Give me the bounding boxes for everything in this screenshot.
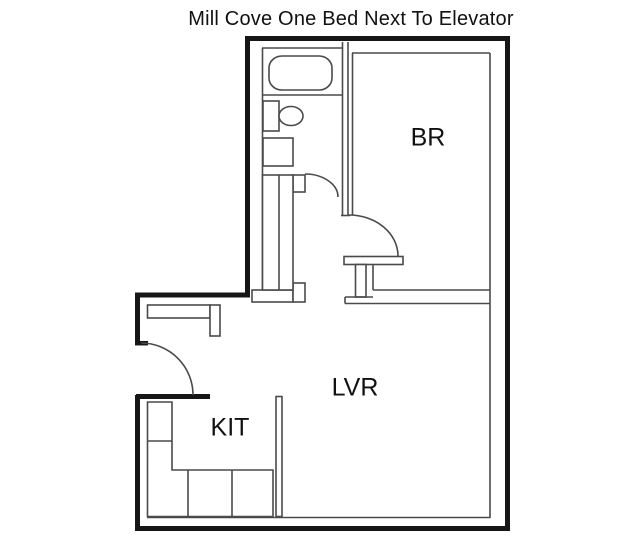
closet-icon: [261, 174, 294, 291]
room-label-living-room: LVR: [331, 373, 379, 402]
entry-door-arc: [140, 342, 194, 396]
sink-vanity-icon: [262, 137, 294, 167]
kitchen: [146, 395, 283, 518]
toilet-bowl-icon: [278, 105, 304, 127]
corridor-door-jamb-lower: [292, 282, 306, 303]
bathroom-door-arc: [304, 173, 339, 198]
hall-closet: [261, 174, 294, 291]
interior-lines: [147, 47, 491, 519]
entry-closet-icon: [146, 304, 211, 319]
plan-title: Mill Cove One Bed Next To Elevator: [188, 8, 514, 30]
corridor-wall: [251, 42, 350, 303]
bedroom-door-jamb: [354, 263, 367, 298]
entry-door: [140, 342, 194, 396]
bathroom: [262, 55, 339, 198]
bedroom-door: [343, 214, 490, 305]
corridor-bottom-wall: [251, 289, 294, 303]
outer-walls: [135, 36, 510, 531]
bedroom-door-leaf: [343, 255, 404, 266]
bathtub-icon: [268, 55, 333, 91]
corridor-door-jamb-upper: [292, 174, 306, 193]
entry-wall-stub: [209, 304, 221, 337]
toilet-tank-icon: [262, 100, 280, 132]
entry-closet: [146, 304, 221, 337]
room-label-bedroom: BR: [410, 123, 446, 152]
room-label-kitchen: KIT: [210, 413, 250, 442]
bedroom-door-arc: [348, 214, 399, 257]
counter-icon: [146, 401, 274, 518]
